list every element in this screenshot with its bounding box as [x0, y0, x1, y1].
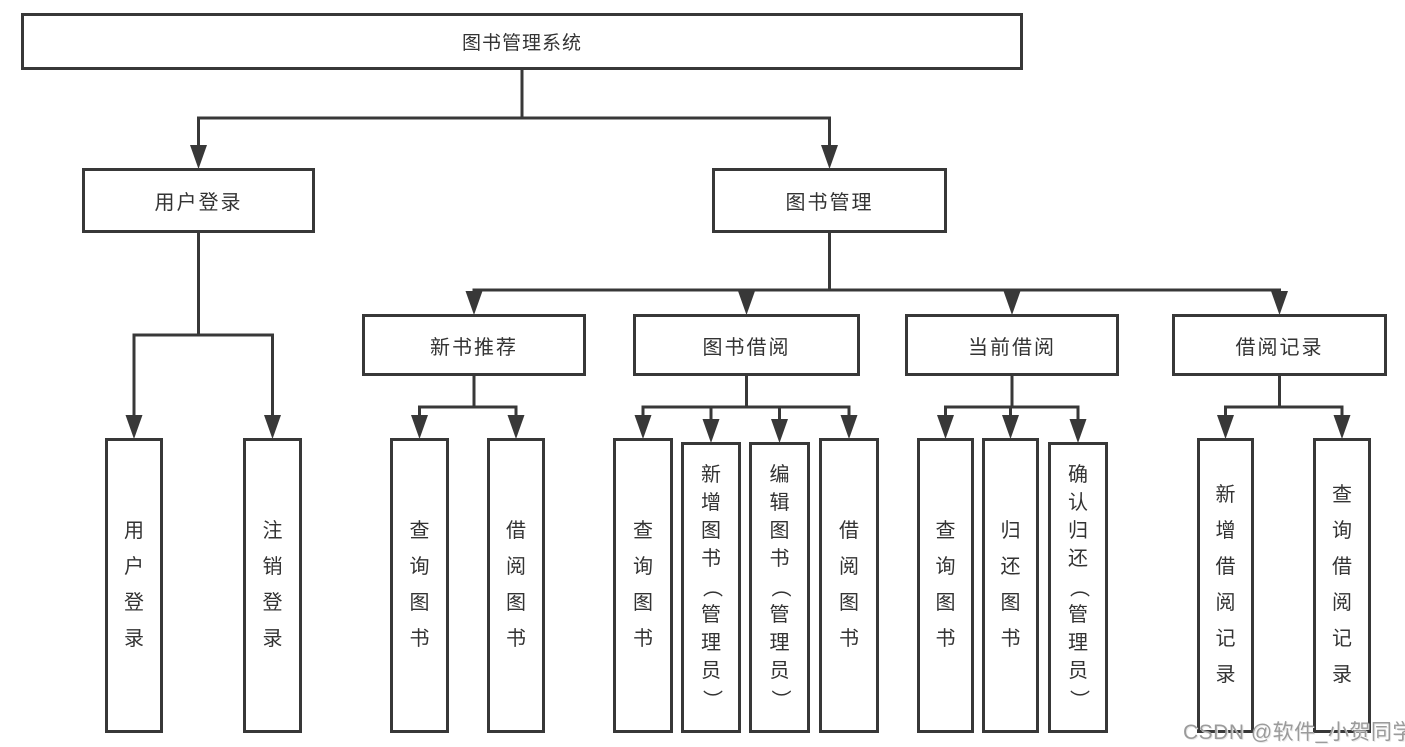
node-book-management: 图书管理 [712, 168, 947, 233]
node-label: 归还图书 [1000, 520, 1021, 650]
node-label: 用户登录 [124, 520, 144, 650]
node-borrowing-records: 借阅记录 [1172, 314, 1387, 376]
node-edit-book-admin: 编辑图书（管理员） [749, 442, 810, 733]
node-query-books-borrowing: 查询图书 [613, 438, 673, 733]
node-label: 新增借阅记录 [1215, 484, 1236, 686]
node-add-book-admin: 新增图书（管理员） [681, 442, 741, 733]
node-label: 借阅图书 [506, 520, 526, 650]
node-add-borrow-record: 新增借阅记录 [1197, 438, 1254, 733]
node-current-borrowing: 当前借阅 [905, 314, 1119, 376]
node-label: 注销登录 [262, 520, 283, 650]
node-label: 查询借阅记录 [1332, 484, 1352, 686]
node-return-books: 归还图书 [982, 438, 1039, 733]
node-label: 编辑图书（管理员） [769, 464, 791, 710]
node-user-login: 用户登录 [82, 168, 315, 233]
node-new-book-recommend: 新书推荐 [362, 314, 586, 376]
node-user-login-action: 用户登录 [105, 438, 163, 733]
node-label: 查询图书 [409, 520, 430, 650]
node-confirm-return-admin: 确认归还（管理员） [1048, 442, 1108, 733]
node-label: 查询图书 [935, 520, 956, 650]
node-label: 新书推荐 [430, 336, 518, 359]
node-query-books-recommend: 查询图书 [390, 438, 449, 733]
csdn-watermark: CSDN @软件_小贺同学 [1183, 721, 1405, 744]
node-library-management-system: 图书管理系统 [21, 13, 1023, 70]
node-book-borrowing: 图书借阅 [633, 314, 860, 376]
node-logout-action: 注销登录 [243, 438, 302, 733]
node-borrow-books-recommend: 借阅图书 [487, 438, 545, 733]
node-label: 借阅图书 [839, 520, 859, 650]
node-label: 借阅记录 [1235, 336, 1324, 359]
node-label: 图书管理系统 [461, 33, 582, 54]
node-label: 新增图书（管理员） [700, 464, 723, 710]
node-label: 当前借阅 [968, 336, 1056, 359]
node-query-borrow-record: 查询借阅记录 [1313, 438, 1371, 733]
node-label: 图书管理 [785, 192, 874, 214]
node-label: 图书借阅 [702, 336, 791, 359]
node-borrow-books-action: 借阅图书 [819, 438, 879, 733]
node-label: 确认归还（管理员） [1067, 464, 1090, 710]
node-query-books-current: 查询图书 [917, 438, 974, 733]
node-label: 用户登录 [154, 192, 243, 214]
node-label: 查询图书 [633, 520, 653, 650]
